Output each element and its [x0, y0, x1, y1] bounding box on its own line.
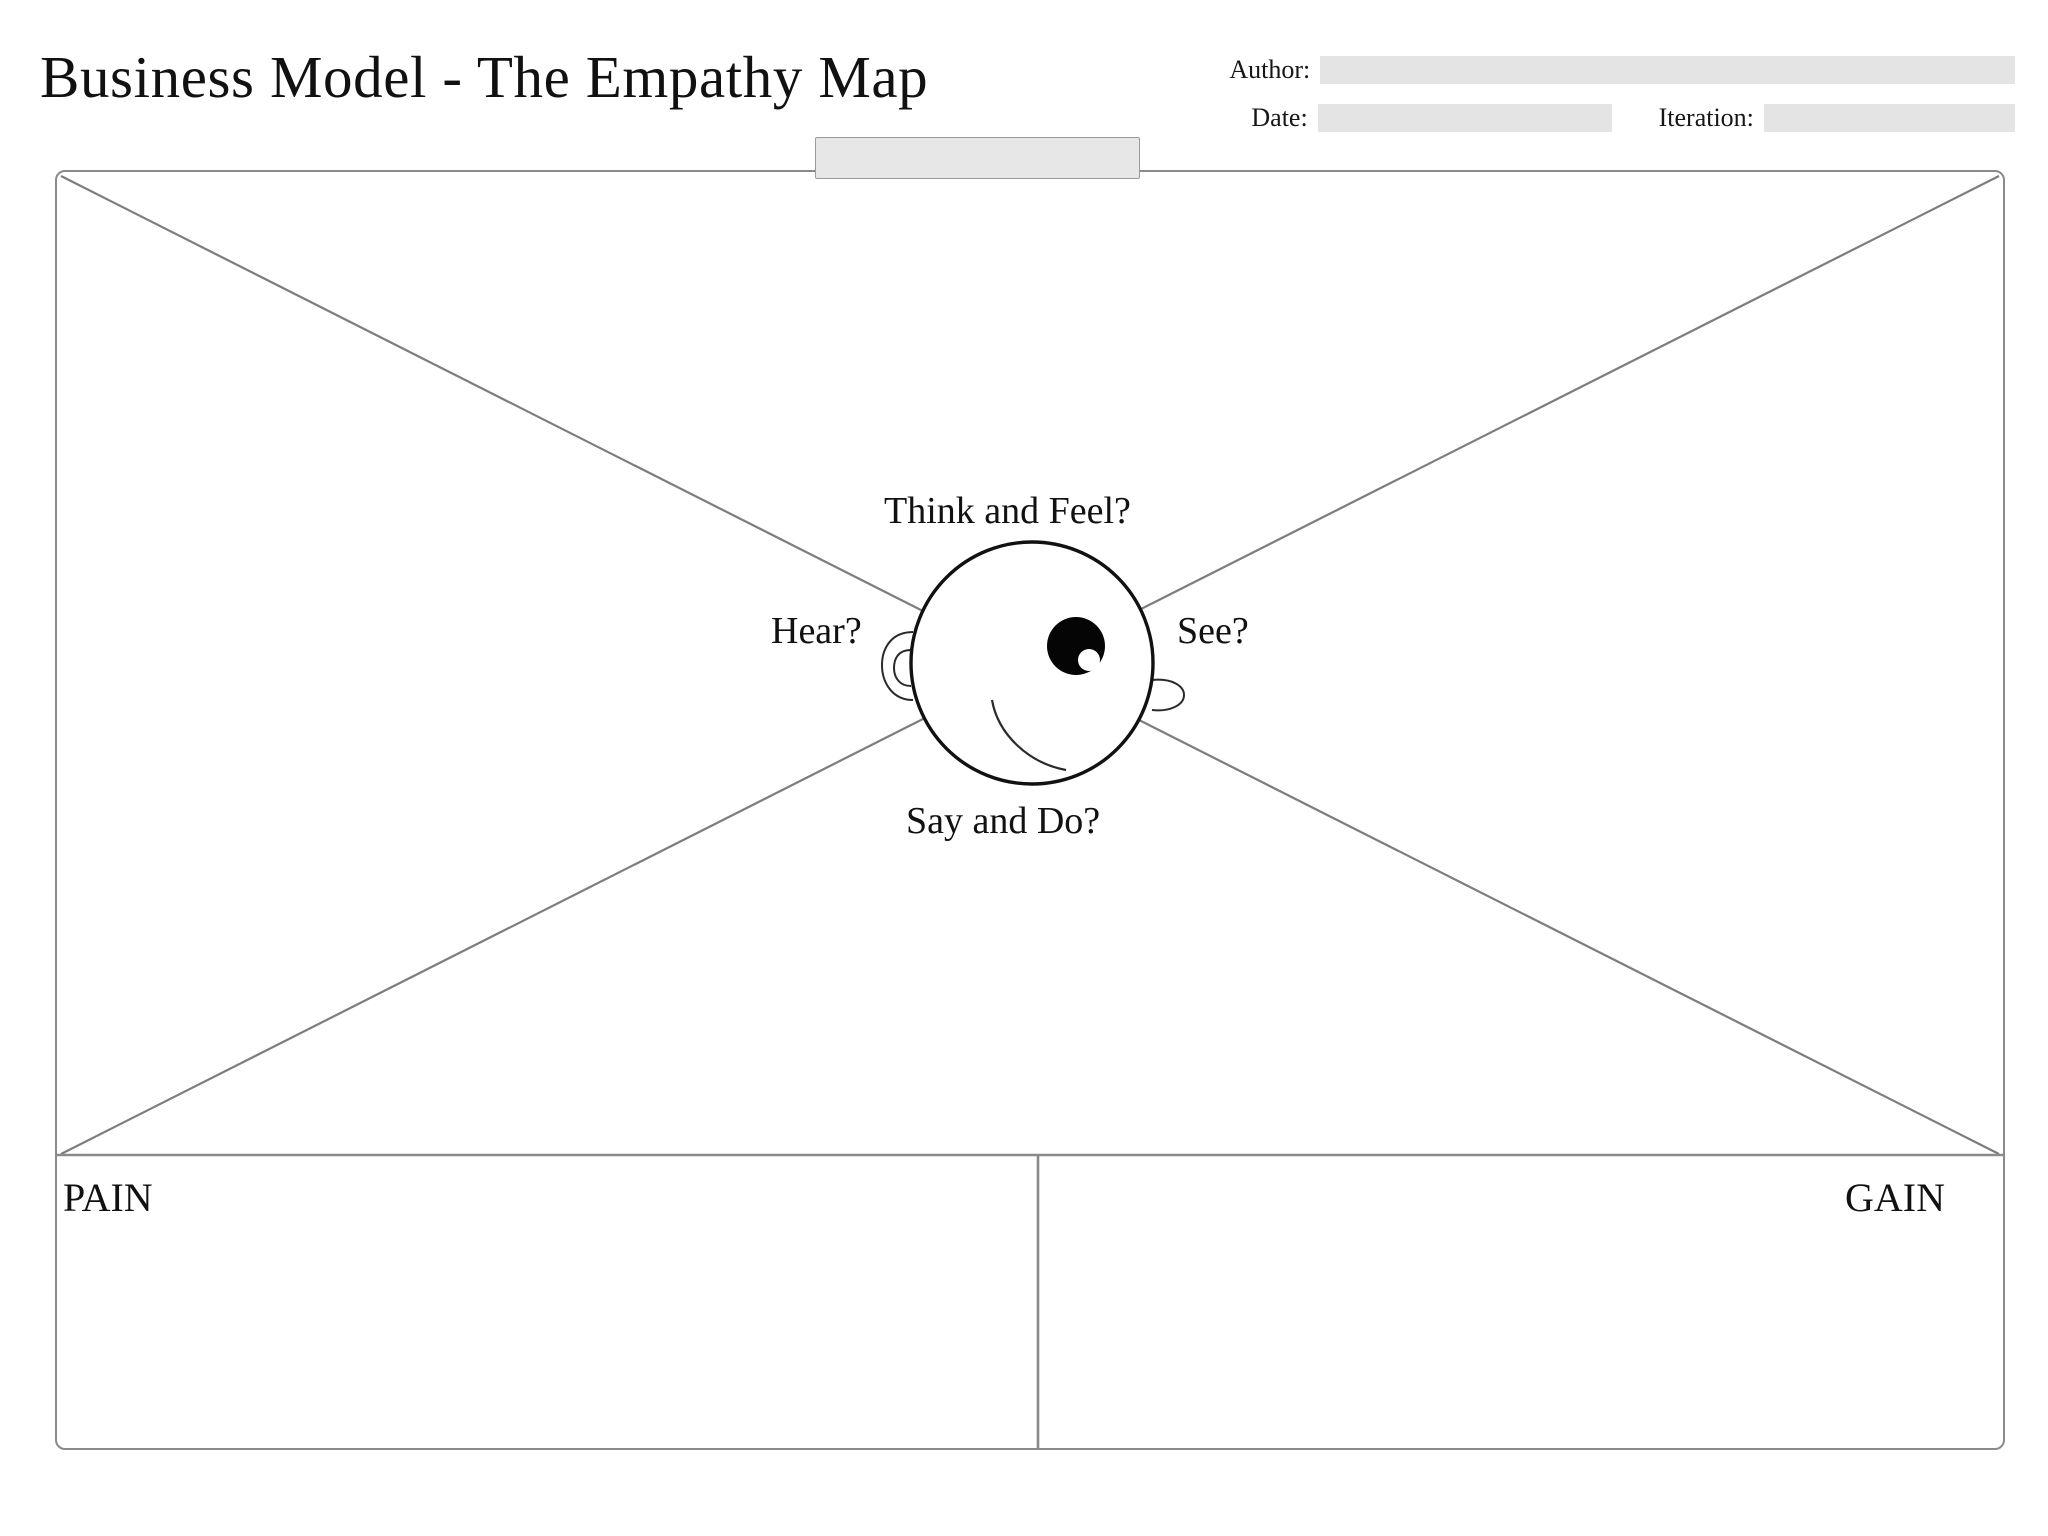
author-field[interactable]: [1320, 56, 2015, 84]
page-title: Business Model - The Empathy Map: [40, 44, 929, 110]
say-and-do-input-area[interactable]: [60, 860, 2000, 1140]
author-row: Author:: [1215, 55, 2015, 85]
iteration-label: Iteration:: [1658, 103, 1754, 132]
date-label: Date:: [1251, 103, 1308, 132]
ear-left-icon: [880, 631, 914, 701]
quadrant-label-see: See?: [1177, 610, 1249, 652]
iteration-field[interactable]: [1763, 104, 2015, 132]
smile-icon: [990, 699, 1067, 772]
map-title-tab-field[interactable]: [815, 137, 1140, 179]
pain-section-title: PAIN: [63, 1175, 153, 1220]
hear-input-area[interactable]: [60, 500, 750, 830]
quadrant-label-say-and-do: Say and Do?: [906, 800, 1101, 842]
empathy-face-illustration: [880, 540, 1186, 786]
eye-highlight-icon: [1078, 649, 1100, 671]
ear-right-icon: [1151, 678, 1186, 712]
date-field[interactable]: [1317, 104, 1613, 132]
header: Business Model - The Empathy Map Author:…: [0, 0, 2048, 150]
quadrant-label-think-and-feel: Think and Feel?: [884, 490, 1131, 532]
think-and-feel-input-area[interactable]: [60, 176, 2000, 476]
gain-input-area[interactable]: [1042, 1160, 2002, 1448]
gain-section-title: GAIN: [1845, 1175, 1945, 1220]
face-head-icon: [909, 540, 1155, 786]
date-row: Date: Iteration:: [1215, 103, 2015, 133]
quadrant-label-hear: Hear?: [771, 610, 862, 652]
ear-left-inner-icon: [892, 649, 912, 687]
pain-input-area[interactable]: [60, 1160, 1035, 1448]
author-label: Author:: [1229, 55, 1311, 84]
see-input-area[interactable]: [1290, 500, 2000, 830]
